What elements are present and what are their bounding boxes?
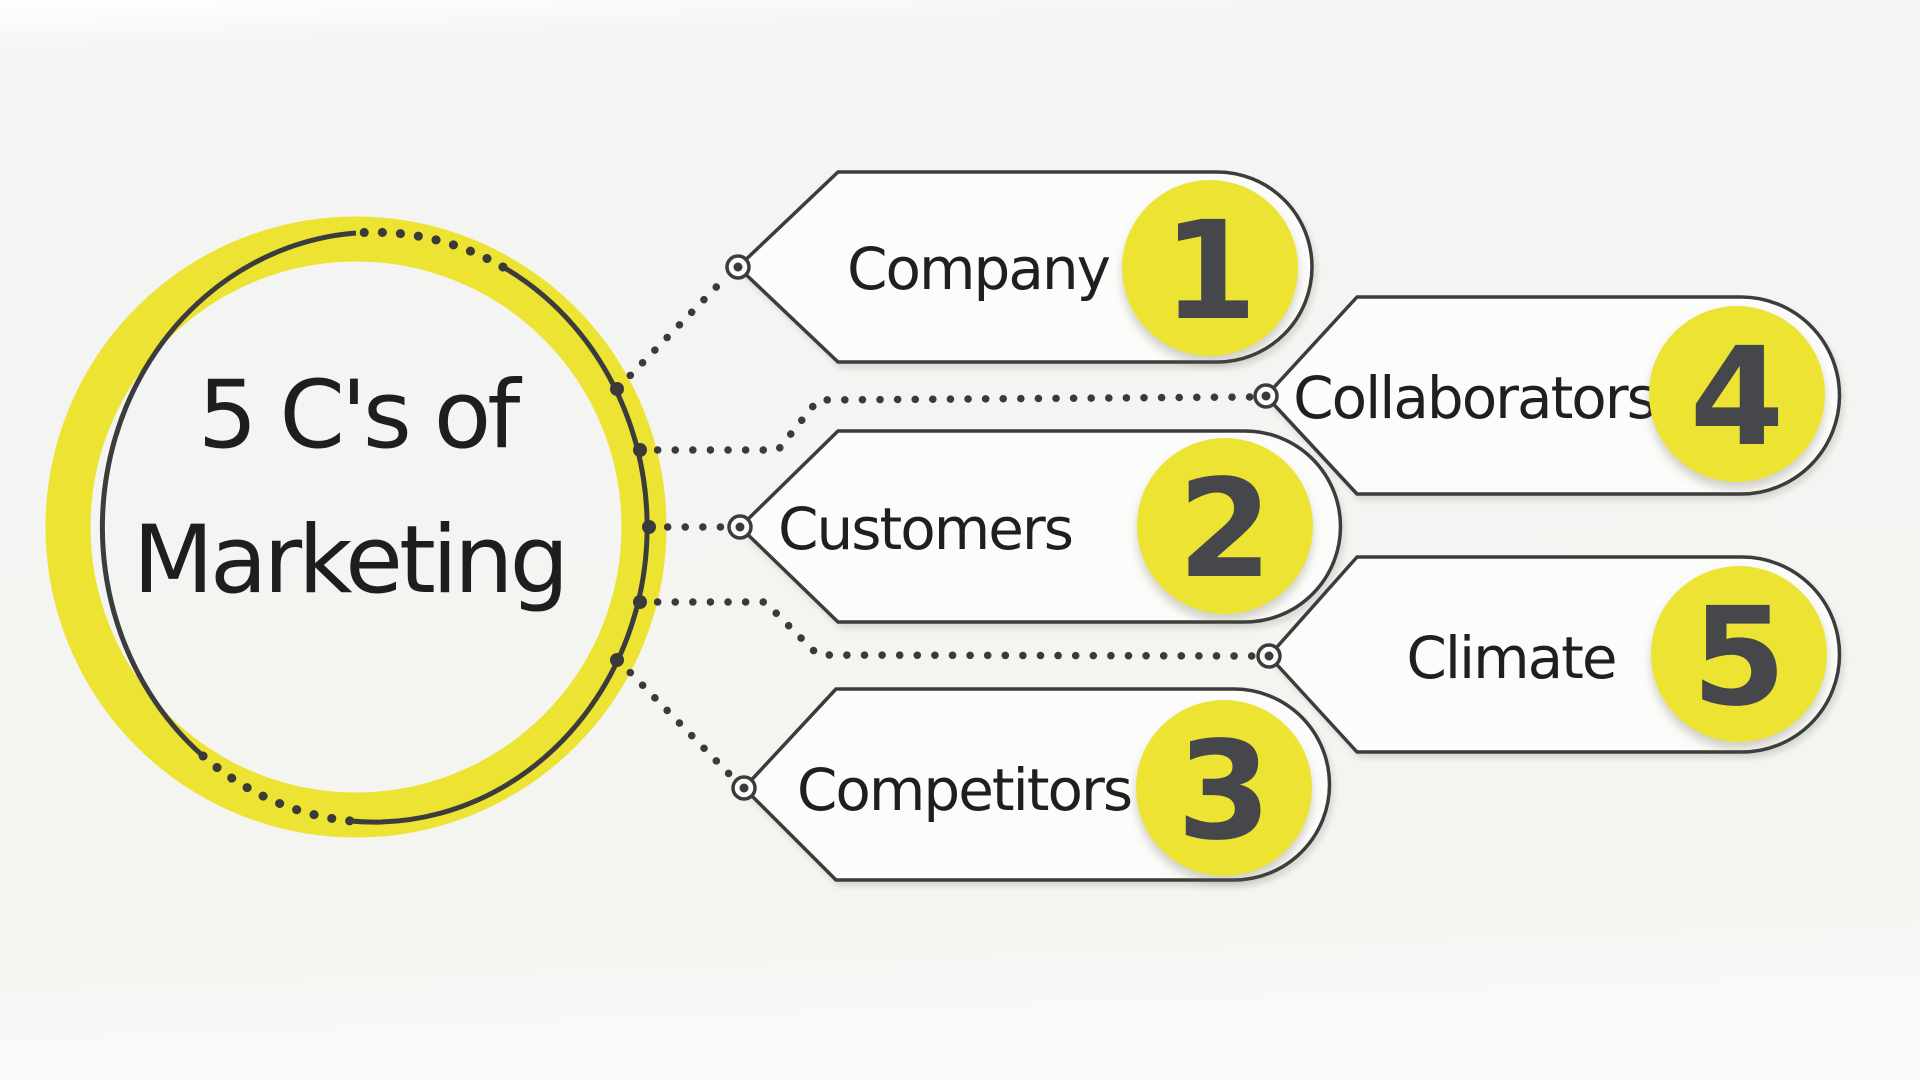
connector-dot-collaborators xyxy=(1261,391,1271,401)
number-badge-company xyxy=(1122,180,1298,356)
item-company: Company 1 xyxy=(725,170,1314,364)
item-number-competitors: 3 xyxy=(1177,713,1272,871)
diagram-title-line2: Marketing xyxy=(133,506,566,615)
dotted-line-competitors xyxy=(614,656,738,783)
item-climate: Climate 5 xyxy=(1256,555,1842,754)
item-label-competitors: Competitors xyxy=(797,756,1131,824)
number-badge-collaborators xyxy=(1649,306,1825,482)
item-customers: Customers 2 xyxy=(727,429,1343,624)
sketch-circle-solid-left xyxy=(99,230,357,758)
connector-dot-competitors xyxy=(739,783,749,793)
connector-dot-company xyxy=(733,262,743,272)
item-label-collaborators: Collaborators xyxy=(1293,364,1655,432)
number-badge-customers xyxy=(1137,438,1313,614)
sketch-circle-dotted-top xyxy=(351,227,508,272)
connector-dot-customers xyxy=(735,522,745,532)
item-label-company: Company xyxy=(847,235,1110,303)
item-competitors: Competitors 3 xyxy=(731,687,1332,882)
circle-anchor-dot-company xyxy=(610,382,624,396)
center-circle-group: 5 C's of Marketing xyxy=(45,216,667,838)
item-label-customers: Customers xyxy=(778,495,1072,563)
item-number-collaborators: 4 xyxy=(1690,319,1785,477)
sketch-circle-dotted-bottom xyxy=(198,751,356,826)
connector-dot-climate xyxy=(1264,651,1274,661)
number-badge-competitors xyxy=(1136,700,1312,876)
diagram-title-line1: 5 C's of xyxy=(198,361,523,470)
circle-anchor-dot-customers xyxy=(642,520,656,534)
sketch-circle-solid-right xyxy=(350,264,650,825)
circle-anchor-dot-collaborators xyxy=(633,443,647,457)
item-number-company: 1 xyxy=(1163,193,1258,351)
number-badge-climate xyxy=(1651,566,1827,742)
item-number-customers: 2 xyxy=(1178,451,1273,609)
circle-anchor-dot-competitors xyxy=(610,653,624,667)
connector-lines-group xyxy=(610,272,1259,783)
dotted-line-company xyxy=(614,272,731,392)
item-number-climate: 5 xyxy=(1692,579,1787,737)
dotted-line-collaborators xyxy=(636,393,1256,454)
item-collaborators: Collaborators 4 xyxy=(1253,295,1842,496)
item-label-climate: Climate xyxy=(1406,624,1615,692)
circle-anchor-dot-climate xyxy=(633,595,647,609)
